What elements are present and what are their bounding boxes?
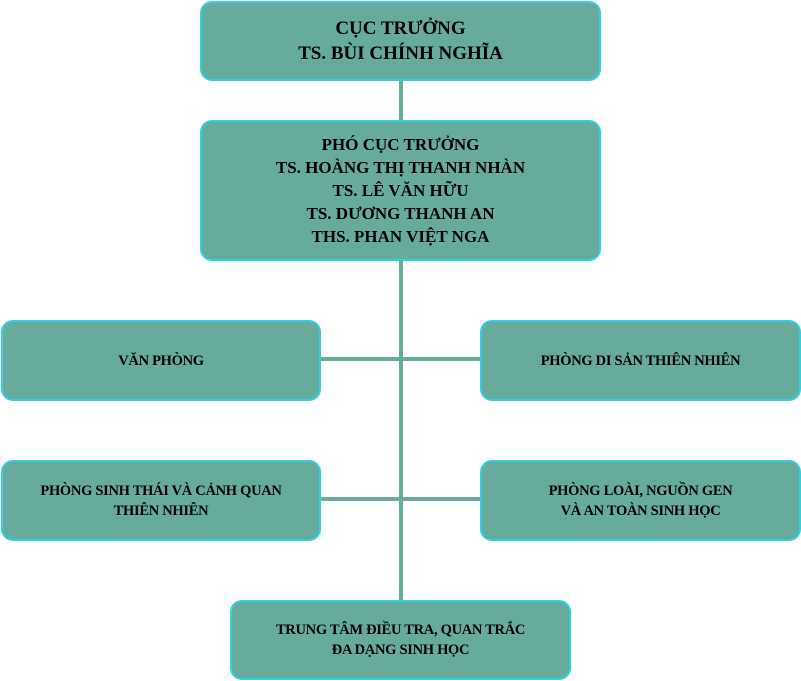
deputy-name: TS. HOÀNG THỊ THANH NHÀN <box>275 158 526 177</box>
center-box: TRUNG TÂM ĐIỀU TRA, QUAN TRẮC ĐA DẠNG SI… <box>230 600 571 680</box>
species-box: PHÒNG LOÀI, NGUỒN GEN VÀ AN TOÀN SINH HỌ… <box>480 460 801 541</box>
species-label: VÀ AN TOÀN SINH HỌC <box>560 502 721 519</box>
ecology-box: PHÒNG SINH THÁI VÀ CẢNH QUAN THIÊN NHIÊN <box>1 460 321 541</box>
deputies-title: PHÓ CỤC TRƯỞNG <box>321 135 480 154</box>
center-label: TRUNG TÂM ĐIỀU TRA, QUAN TRẮC <box>275 622 526 638</box>
office-box: VĂN PHÒNG <box>1 320 321 401</box>
connector-row1 <box>318 357 483 361</box>
director-title: CỤC TRƯỞNG <box>335 18 466 39</box>
ecology-label: THIÊN NHIÊN <box>113 502 209 519</box>
deputy-name: THS. PHAN VIỆT NGA <box>311 227 490 246</box>
deputy-name: TS. LÊ VĂN HỮU <box>332 181 469 200</box>
connector-trunk <box>399 78 403 602</box>
natural-heritage-box: PHÒNG DI SẢN THIÊN NHIÊN <box>480 320 801 401</box>
deputy-name: TS. DƯƠNG THANH AN <box>306 204 495 223</box>
deputies-box: PHÓ CỤC TRƯỞNG TS. HOÀNG THỊ THANH NHÀN … <box>200 120 601 261</box>
director-box: CỤC TRƯỞNG TS. BÙI CHÍNH NGHĨA <box>200 1 601 81</box>
director-name: TS. BÙI CHÍNH NGHĨA <box>298 43 503 64</box>
center-label: ĐA DẠNG SINH HỌC <box>331 642 470 658</box>
species-label: PHÒNG LOÀI, NGUỒN GEN <box>548 482 733 499</box>
natural-heritage-label: PHÒNG DI SẢN THIÊN NHIÊN <box>540 352 741 369</box>
ecology-label: PHÒNG SINH THÁI VÀ CẢNH QUAN <box>40 482 282 499</box>
office-label: VĂN PHÒNG <box>118 352 204 369</box>
connector-row2 <box>318 497 483 501</box>
